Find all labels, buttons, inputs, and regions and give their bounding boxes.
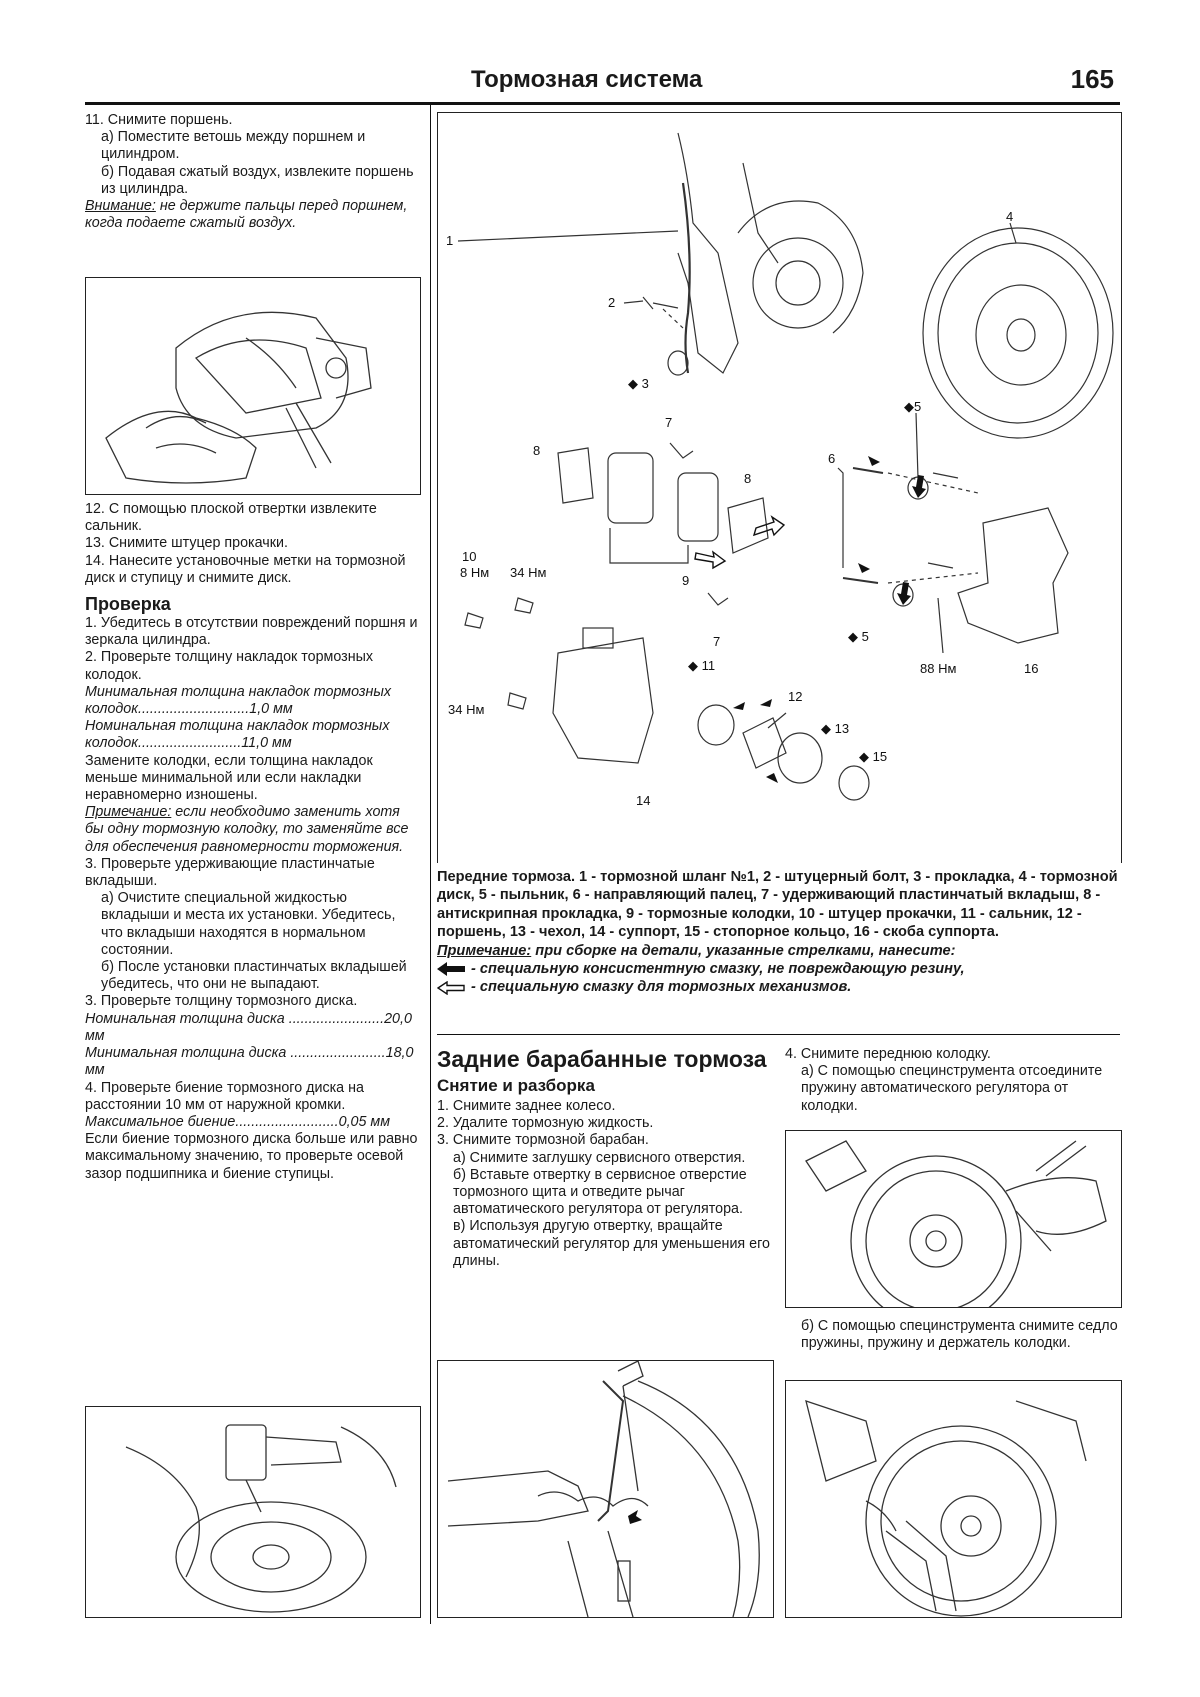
check-3-a: а) Очистите специальной жидкостью вклады… [101,890,396,958]
callout-7b: 7 [713,634,720,649]
torque-bracket: 88 Нм [920,661,956,676]
callout-9: 9 [682,573,689,588]
check-3: 3. Проверьте удерживающие пластинчатые в… [85,855,375,890]
callout-15: ◆ 15 [859,749,887,764]
front-brake-exploded-view: 1 2 ◆ 3 4 ◆5 ◆ 5 6 7 7 8 8 9 10 ◆ 11 12 … [437,112,1122,863]
right-column-top: 4. Снимите переднюю колодку. а) С помощь… [785,1046,1120,1115]
callout-8a: 8 [533,443,540,458]
torque-bleeder: 8 Нм [460,565,489,580]
check-1: 1. Убедитесь в отсутствии повреждений по… [85,615,418,649]
spec-nom-pad: Номинальная толщина накладок тормозных к… [85,718,390,752]
outline-arrow-icon [437,980,465,995]
callout-4: 4 [1006,209,1013,224]
spec-nom-disc: Номинальная толщина диска ..............… [85,1010,412,1044]
check-runout: 4. Проверьте биение тормозного диска на … [85,1079,364,1113]
shoe-holddown-illustration [785,1380,1122,1618]
rear-step-4-a: а) С помощью специнструмента отсоедините… [801,1063,1103,1114]
adjuster-illustration [437,1360,774,1618]
runout-check-drawing [125,1424,397,1613]
torque-banjo: 34 Нм [510,565,546,580]
rear-brakes-heading: Задние барабанные тормоза [437,1046,767,1072]
callout-5a: ◆5 [904,399,921,414]
rear-step-4-b: б) С помощью специнструмента снимите сед… [801,1318,1118,1352]
adjuster-spring-drawing [805,1140,1107,1307]
column-divider [430,104,431,1624]
replace-pads: Замените колодки, если толщина накладок … [85,752,373,804]
spec-min-pad: Минимальная толщина накладок тормозных к… [85,683,392,718]
callout-8b: 8 [744,471,751,486]
piston-removal-illustration [85,277,421,495]
callout-11: ◆ 11 [688,658,715,673]
adjuster-spring-illustration [785,1130,1122,1308]
callout-7a: 7 [665,415,672,430]
adjuster-drawing [447,1361,760,1617]
warning-text: не держите пальцы перед поршнем, когда п… [85,198,408,232]
callout-1: 1 [446,233,453,248]
callout-10: 10 [462,549,476,564]
callout-13: ◆ 13 [821,721,849,736]
step-11: 11. Снимите поршень. [85,112,233,128]
legend-rubber-grease: - специальную консистентную смазку, не п… [437,960,1120,978]
caption-note: Примечание: при сборке на детали, указан… [437,942,956,959]
step-12: 12. С помощью плоской отвертки извлеките… [85,501,377,535]
runout-check-illustration [85,1406,421,1618]
torque-caliper: 34 Нм [448,702,484,717]
callout-3: ◆ 3 [628,376,649,391]
left-column-middle: 12. С помощью плоской отвертки извлеките… [85,501,419,1183]
warning: Внимание: не держите пальцы перед поршне… [85,198,419,232]
rear-step-4: 4. Снимите переднюю колодку. [785,1046,991,1062]
removal-subheading: Снятие и разборка [437,1076,595,1095]
caption-rule [437,1034,1120,1035]
spec-min-disc: Минимальная толщина диска ..............… [85,1045,414,1079]
step-13: 13. Снимите штуцер прокачки. [85,535,288,552]
page-number: 165 [1070,64,1114,94]
callout-16: 16 [1024,661,1038,676]
shoe-holddown-drawing [805,1400,1087,1617]
callout-14: 14 [636,793,650,808]
rear-step-3-b: б) Вставьте отвертку в сервисное отверст… [453,1166,747,1218]
callout-12: 12 [788,689,802,704]
front-brake-diagram: 1 2 ◆ 3 4 ◆5 ◆ 5 6 7 7 8 8 9 10 ◆ 11 12 … [446,132,1114,808]
piston-removal-drawing [105,311,372,484]
rear-step-3-a: а) Снимите заглушку сервисного отверстия… [453,1149,746,1166]
rear-step-3-c: в) Используя другую отвертку, вращайте а… [453,1218,770,1269]
right-column-middle: б) С помощью специнструмента снимите сед… [785,1318,1120,1352]
filled-arrow-icon [437,962,465,977]
check-heading: Проверка [85,594,171,615]
callout-6: 6 [828,451,835,466]
check-2: 2. Проверьте толщину накладок тормозных … [85,649,374,683]
caption-text: Передние тормоза. 1 - тормозной шланг №1… [437,869,1118,941]
page-title: Тормозная система [471,66,703,93]
runout-text: Если биение тормозного диска больше или … [85,1131,418,1182]
step-11-b: б) Подавая сжатый воздух, извлеките порш… [101,163,414,197]
step-14: 14. Нанесите установочные метки на тормо… [85,552,406,586]
warning-label: Внимание: [85,198,156,215]
spec-runout: Максимальное биение.....................… [85,1113,391,1130]
figure-caption: Передние тормоза. 1 - тормозной шланг №1… [437,868,1120,997]
check-3-b: б) После установки пластинчатых вкладыше… [101,959,407,993]
rear-step-3: 3. Снимите тормозной барабан. [437,1132,649,1149]
check-disc: 3. Проверьте толщину тормозного диска. [85,993,358,1010]
page-header: Тормозная система 165 [85,60,1120,105]
legend-brake-grease: - специальную смазку для тормозных механ… [437,978,1120,996]
rear-step-2: 2. Удалите тормозную жидкость. [437,1115,654,1132]
rear-step-1: 1. Снимите заднее колесо. [437,1098,616,1114]
middle-column: Задние барабанные тормоза Снятие и разбо… [437,1046,772,1270]
step-11-a: а) Поместите ветошь между поршнем и цили… [101,129,366,163]
callout-2: 2 [608,295,615,310]
left-column-top: 11. Снимите поршень. а) Поместите ветошь… [85,112,419,232]
callout-5b: ◆ 5 [848,629,869,644]
note-pads: Примечание: если необходимо заменить хот… [85,804,409,855]
